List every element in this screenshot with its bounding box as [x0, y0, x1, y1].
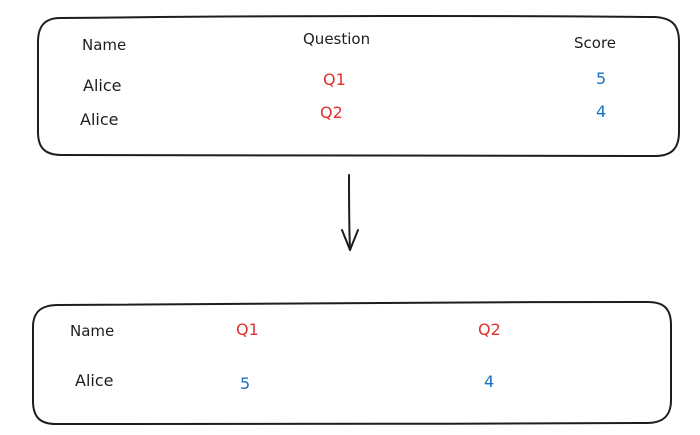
long-row2-name: Alice	[80, 110, 119, 129]
transform-arrowhead-icon	[341, 229, 359, 251]
wide-header-name: Name	[70, 322, 115, 340]
long-row2-score: 4	[596, 102, 607, 121]
wide-table-box	[32, 301, 672, 425]
long-header-score: Score	[574, 34, 617, 52]
transform-arrow	[348, 174, 351, 251]
long-header-name: Name	[82, 36, 127, 54]
wide-header-q2: Q2	[478, 320, 501, 339]
long-row2-question: Q2	[320, 103, 343, 122]
wide-row-name: Alice	[75, 371, 114, 390]
wide-row-q1-score: 5	[240, 374, 251, 393]
long-table-box	[37, 14, 680, 158]
long-row1-question: Q1	[323, 70, 346, 89]
wide-header-q1: Q1	[236, 320, 259, 339]
wide-row-q2-score: 4	[484, 372, 495, 391]
long-row1-score: 5	[596, 69, 607, 88]
long-row1-name: Alice	[83, 76, 122, 95]
long-header-question: Question	[303, 30, 371, 48]
